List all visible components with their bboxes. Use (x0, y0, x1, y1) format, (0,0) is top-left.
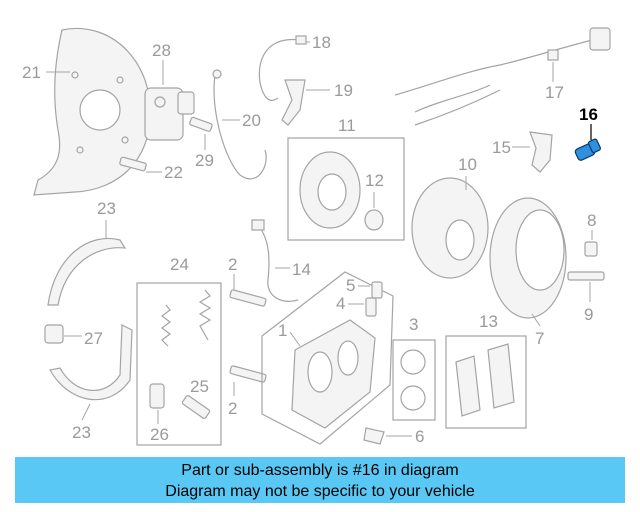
wheel-hub-10 (411, 177, 489, 279)
callout-11: 11 (338, 116, 356, 135)
callout-24: 24 (170, 255, 189, 274)
banner-line-1: Part or sub-assembly is #16 in diagram (181, 462, 459, 479)
brake-rotor-7 (489, 197, 567, 319)
box-caliper (261, 271, 394, 445)
seal-b (400, 385, 426, 411)
callout-13: 13 (479, 312, 498, 331)
backing-plate-21 (33, 27, 151, 196)
parts-diagram: 21 28 29 22 20 18 19 11 12 (22, 27, 611, 446)
bolt-29 (189, 116, 213, 132)
banner-line-2: Diagram may not be specific to your vehi… (165, 483, 475, 500)
bolt-2a (229, 289, 267, 307)
wheel-bearing (299, 151, 361, 229)
caliper-1 (291, 319, 376, 429)
box-13 (445, 335, 527, 429)
bleeder-5 (371, 281, 383, 299)
callout-21: 21 (22, 63, 41, 82)
info-banner: Part or sub-assembly is #16 in diagram D… (15, 457, 625, 503)
bolt-22 (119, 156, 147, 172)
callout-7: 7 (535, 329, 544, 348)
callout-25: 25 (190, 377, 209, 396)
callout-19: 19 (334, 81, 353, 100)
brake-shoe-23a (47, 237, 127, 306)
callout-2b: 2 (228, 399, 237, 418)
clip-6 (363, 427, 385, 445)
spring-b (198, 289, 212, 341)
nut-12 (364, 209, 384, 231)
callout-5: 5 (346, 276, 355, 295)
bolt-16-highlighted (574, 138, 602, 161)
callout-18: 18 (312, 33, 331, 52)
spring-26 (149, 383, 165, 409)
box-24 (136, 282, 222, 446)
brake-pad-b (487, 343, 515, 409)
callout-4: 4 (336, 294, 345, 313)
wear-sensor-harness-17 (394, 27, 611, 126)
box-3 (392, 339, 436, 421)
callout-10: 10 (458, 155, 477, 174)
box-11 (287, 137, 405, 241)
bolt-9 (567, 271, 605, 281)
brake-pad-a (455, 355, 481, 417)
callout-20: 20 (242, 111, 261, 130)
callout-15: 15 (492, 138, 511, 157)
callout-28: 28 (152, 41, 171, 60)
callout-27: 27 (84, 329, 103, 348)
callout-8: 8 (587, 211, 596, 230)
bleeder-4 (365, 297, 377, 317)
speed-sensor-15 (529, 131, 553, 173)
bracket-19 (281, 79, 306, 126)
callout-6: 6 (415, 427, 424, 446)
parking-actuator-28 (144, 87, 195, 141)
callout-16: 16 (579, 105, 598, 124)
seal-a (400, 349, 426, 375)
callout-17: 17 (545, 83, 564, 102)
callout-2a: 2 (228, 255, 237, 274)
callout-1: 1 (278, 321, 287, 340)
callout-23b: 23 (72, 423, 91, 442)
brake-shoe-23b (49, 324, 133, 401)
pin-25 (181, 395, 211, 419)
callout-29: 29 (195, 151, 214, 170)
wear-sensor-14 (257, 224, 299, 302)
spring-a (161, 304, 171, 347)
cap-8 (584, 241, 598, 257)
callout-23a: 23 (97, 199, 116, 218)
callout-3: 3 (409, 315, 418, 334)
callout-14: 14 (292, 260, 311, 279)
adjuster-27 (44, 324, 64, 344)
bolt-2b (229, 365, 267, 383)
callout-22: 22 (164, 163, 183, 182)
callout-26: 26 (150, 425, 169, 444)
brake-hose-20 (213, 74, 267, 180)
callout-9: 9 (584, 305, 593, 324)
brake-line-18 (258, 39, 301, 101)
callout-12: 12 (365, 171, 384, 190)
